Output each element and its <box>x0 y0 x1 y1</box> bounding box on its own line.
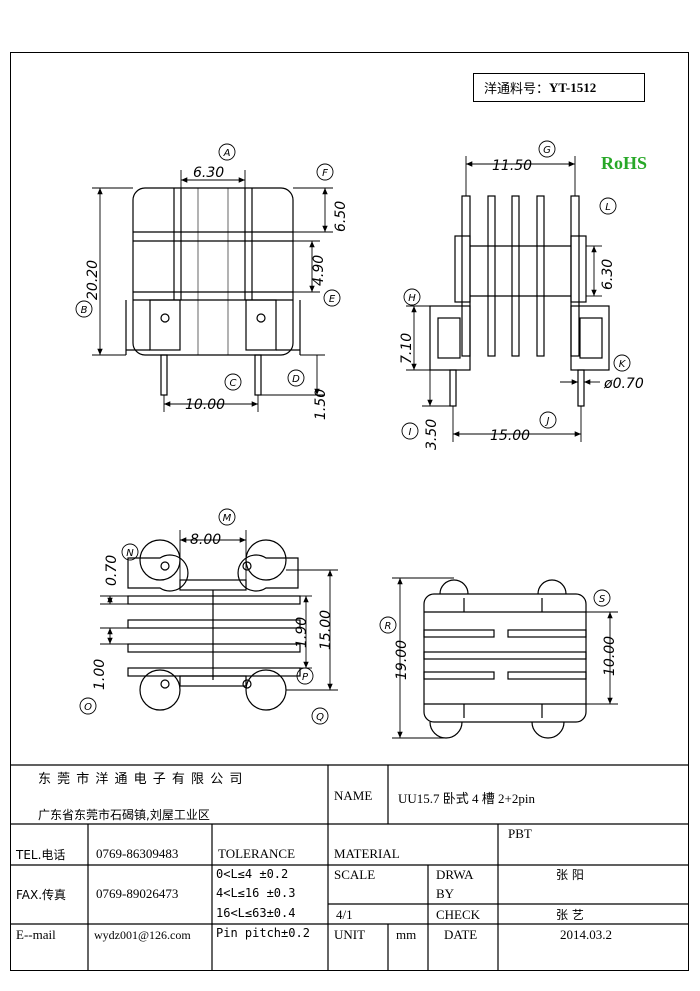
dim-bottom-o: 1.00 <box>92 659 108 690</box>
tag-i: I <box>409 427 412 438</box>
tel-value: 0769-86309483 <box>96 846 179 861</box>
email-label: E--mail <box>16 927 56 942</box>
tolerance-row-1: 0<L≤4 ±0.2 <box>216 867 289 881</box>
date-label: DATE <box>444 927 478 942</box>
tag-n: N <box>126 548 134 559</box>
name-value: UU15.7 卧式 4 槽 2+2pin <box>398 791 535 806</box>
tag-f: F <box>322 168 328 179</box>
tag-circles <box>75 140 631 725</box>
tolerance-row-2: 4<L≤16 ±0.3 <box>216 886 296 900</box>
tag-letters: A B C D E F G H I J K L M N O P Q R S <box>81 145 627 723</box>
tag-q: Q <box>316 712 324 723</box>
drawn-label-2: BY <box>436 886 455 901</box>
check-value: 张 艺 <box>556 908 584 922</box>
email-value: wydz001@126.com <box>94 928 191 942</box>
tolerance-label: TOLERANCE <box>218 846 296 861</box>
material-label: MATERIAL <box>334 846 400 861</box>
tag-h: H <box>408 293 416 304</box>
dim-front-height: 20.20 <box>85 260 101 300</box>
dimension-values: 6.30 20.20 6.50 4.90 10.00 1.50 11.50 6.… <box>85 158 644 690</box>
dim-front-pin-len: 1.50 <box>313 389 329 420</box>
company-name: 东 莞 市 洋 通 电 子 有 限 公 司 <box>38 772 244 787</box>
tag-r: R <box>385 621 392 632</box>
dim-bottom-m: 8.00 <box>190 532 221 548</box>
dim-front-width: 6.30 <box>193 165 224 181</box>
tag-d: D <box>292 374 300 385</box>
dim-front-e: 4.90 <box>311 255 327 286</box>
dim-side-h: 7.10 <box>399 333 415 364</box>
company-address: 广东省东莞市石碣镇,刘屋工业区 <box>38 808 210 822</box>
dim-top-s: 10.00 <box>602 636 618 676</box>
top-view <box>423 579 587 739</box>
tel-label: TEL.电话 <box>16 848 66 862</box>
tolerance-row-4: Pin pitch±0.2 <box>216 926 310 940</box>
part-number-value: YT-1512 <box>549 79 597 95</box>
dim-side-pin-span: 15.00 <box>490 428 530 444</box>
tag-s: S <box>599 594 606 605</box>
name-label: NAME <box>334 788 373 803</box>
scale-label: SCALE <box>334 867 376 882</box>
material-value: PBT <box>508 826 532 841</box>
dim-top-r: 19.00 <box>394 640 410 680</box>
dim-side-pin-dia: ø0.70 <box>603 376 644 392</box>
tag-b: B <box>81 305 88 316</box>
dim-bottom-p: 1.90 <box>294 617 310 648</box>
check-label: CHECK <box>436 907 481 922</box>
tag-m: M <box>223 513 232 524</box>
tag-e: E <box>329 294 336 305</box>
bottom-view <box>127 539 301 711</box>
tag-l: L <box>605 202 611 213</box>
date-value: 2014.03.2 <box>560 927 612 942</box>
rohs-mark: RoHS <box>601 153 648 173</box>
unit-label: UNIT <box>334 927 366 942</box>
drawing-frame <box>10 52 689 971</box>
dim-side-pin-len: 3.50 <box>424 419 440 450</box>
side-view <box>429 195 610 407</box>
dim-bottom-q: 15.00 <box>318 610 334 650</box>
tag-k: K <box>619 359 627 370</box>
drawn-label-1: DRWA <box>436 867 474 882</box>
front-view <box>125 187 301 396</box>
title-block-grid <box>10 764 689 971</box>
tag-o: O <box>84 702 92 713</box>
dimension-lines <box>92 156 618 739</box>
part-number-box: 洋通料号： YT-1512 <box>473 73 645 102</box>
dim-side-width: 11.50 <box>492 158 532 174</box>
tag-j: J <box>545 416 550 427</box>
dim-front-top: 6.50 <box>333 201 349 232</box>
dim-side-l: 6.30 <box>600 259 616 290</box>
unit-value: mm <box>396 927 417 942</box>
tag-c: C <box>230 378 237 389</box>
tag-a: A <box>223 148 231 159</box>
tag-p: P <box>302 672 309 683</box>
dim-bottom-n: 0.70 <box>104 555 120 586</box>
fax-value: 0769-89026473 <box>96 886 179 901</box>
fax-label: FAX.传真 <box>16 888 67 902</box>
part-number-label: 洋通料号： <box>484 81 550 96</box>
dim-front-pin-span: 10.00 <box>185 397 225 413</box>
tag-g: G <box>543 145 551 156</box>
scale-value: 4/1 <box>336 907 353 922</box>
drawn-value: 张 阳 <box>556 868 584 882</box>
tolerance-row-3: 16<L≤63±0.4 <box>216 906 296 920</box>
